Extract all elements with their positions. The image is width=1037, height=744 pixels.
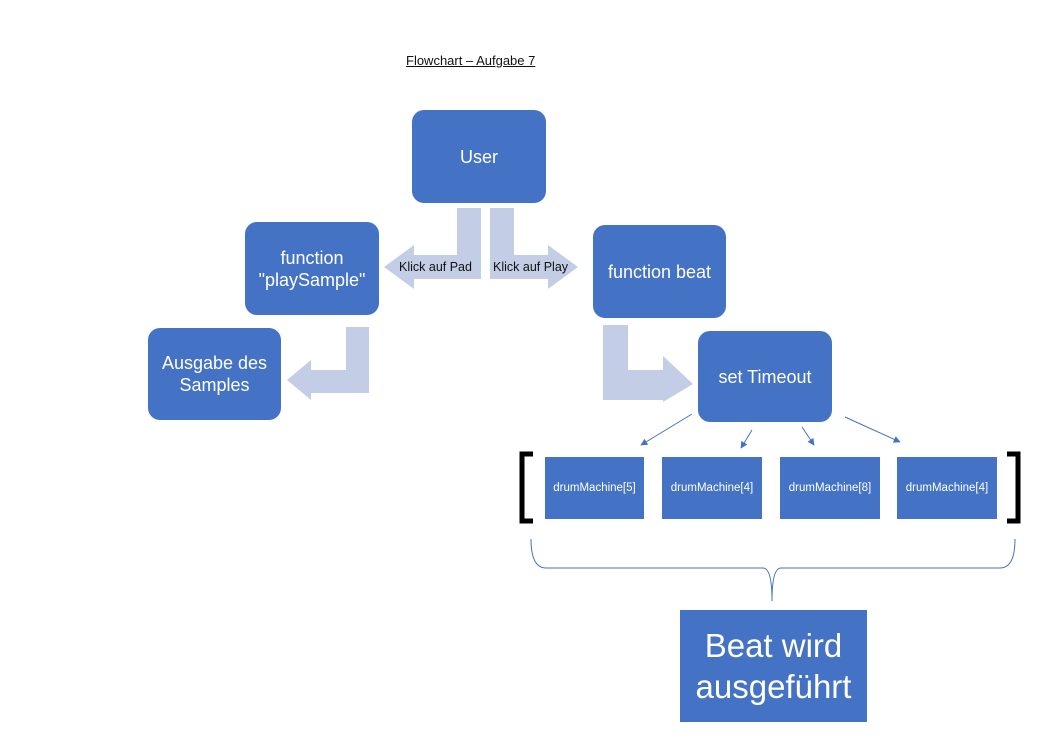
node-drum-machine-1: drumMachine[5] (545, 457, 644, 519)
node-drum-machine-2: drumMachine[4] (662, 457, 762, 519)
node-set-timeout: set Timeout (698, 331, 832, 422)
curly-brace (530, 538, 1016, 602)
node-user: User (412, 110, 546, 203)
node-drum-machine-3: drumMachine[8] (780, 457, 880, 519)
node-play-sample: function "playSample" (245, 222, 379, 315)
label-klick-pad: Klick auf Pad (399, 260, 472, 274)
thin-arrow-4 (844, 416, 901, 443)
node-result: Beat wird ausgeführt (680, 610, 867, 722)
node-ausgabe: Ausgabe des Samples (148, 328, 281, 420)
bent-arrow-to-function-beat (490, 208, 578, 289)
left-bracket (519, 451, 533, 524)
label-klick-play: Klick auf Play (493, 260, 569, 274)
diagram-title: Flowchart – Aufgabe 7 (406, 53, 536, 68)
thin-arrow-1 (640, 413, 693, 446)
bent-arrow-to-ausgabe (287, 327, 369, 400)
bent-arrow-to-set-timeout (603, 325, 693, 402)
node-function-beat: function beat (593, 225, 726, 318)
thin-arrow-2 (740, 429, 753, 449)
right-bracket (1007, 451, 1021, 524)
bent-arrow-to-playsample (384, 208, 481, 289)
thin-arrow-3 (801, 426, 815, 446)
node-drum-machine-4: drumMachine[4] (897, 457, 997, 519)
